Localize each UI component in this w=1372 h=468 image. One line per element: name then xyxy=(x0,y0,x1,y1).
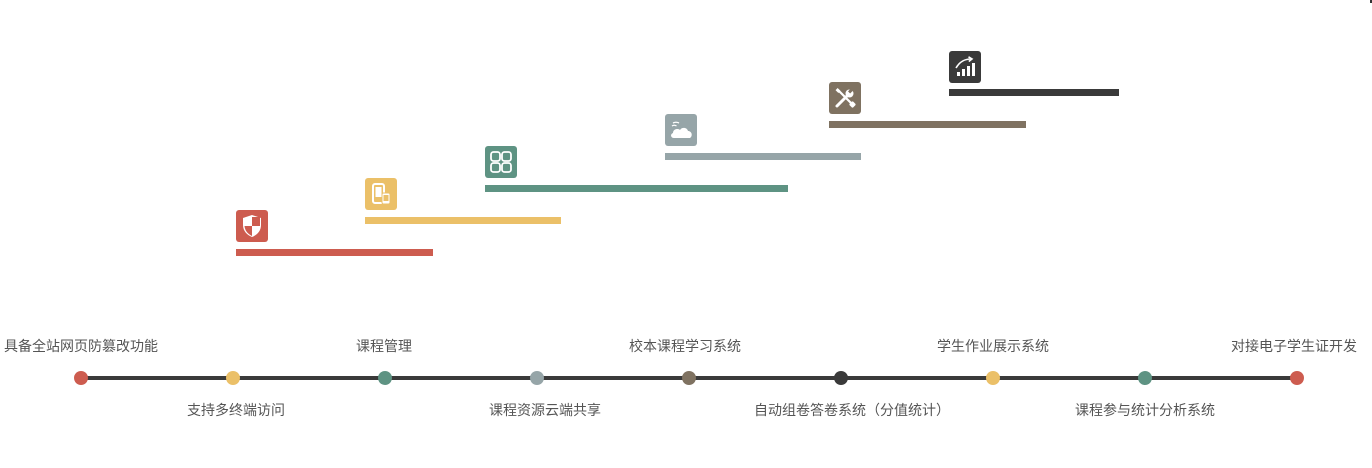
milestone-dot xyxy=(834,371,848,385)
milestone-dot xyxy=(530,371,544,385)
devices-icon xyxy=(365,178,397,210)
milestone-label: 课程资源云端共享 xyxy=(489,403,601,419)
milestone-dot xyxy=(682,371,696,385)
tools-icon xyxy=(829,82,861,114)
milestone-label: 支持多终端访问 xyxy=(187,403,285,419)
corner-mark xyxy=(1370,0,1372,3)
step-bar-3 xyxy=(485,185,788,192)
step-bar-4 xyxy=(665,153,861,160)
cloud-icon xyxy=(665,114,697,146)
milestone-label: 课程管理 xyxy=(356,339,412,355)
milestone-dot xyxy=(378,371,392,385)
milestone-label: 具备全站网页防篡改功能 xyxy=(4,339,158,355)
milestone-dot xyxy=(74,371,88,385)
milestone-label: 对接电子学生证开发 xyxy=(1231,339,1357,355)
milestone-dot xyxy=(226,371,240,385)
milestone-label: 校本课程学习系统 xyxy=(629,339,741,355)
milestone-dot xyxy=(986,371,1000,385)
grid-icon xyxy=(485,146,517,178)
milestone-label: 自动组卷答卷系统（分值统计） xyxy=(754,403,950,419)
milestone-dot xyxy=(1290,371,1304,385)
step-bar-6 xyxy=(949,89,1119,96)
growth-chart-icon xyxy=(949,51,981,83)
step-bar-1 xyxy=(236,249,433,256)
milestone-dot xyxy=(1138,371,1152,385)
step-bar-2 xyxy=(365,217,561,224)
milestone-label: 课程参与统计分析系统 xyxy=(1075,403,1215,419)
step-bar-5 xyxy=(829,121,1026,128)
milestone-label: 学生作业展示系统 xyxy=(937,339,1049,355)
shield-icon xyxy=(236,210,268,242)
